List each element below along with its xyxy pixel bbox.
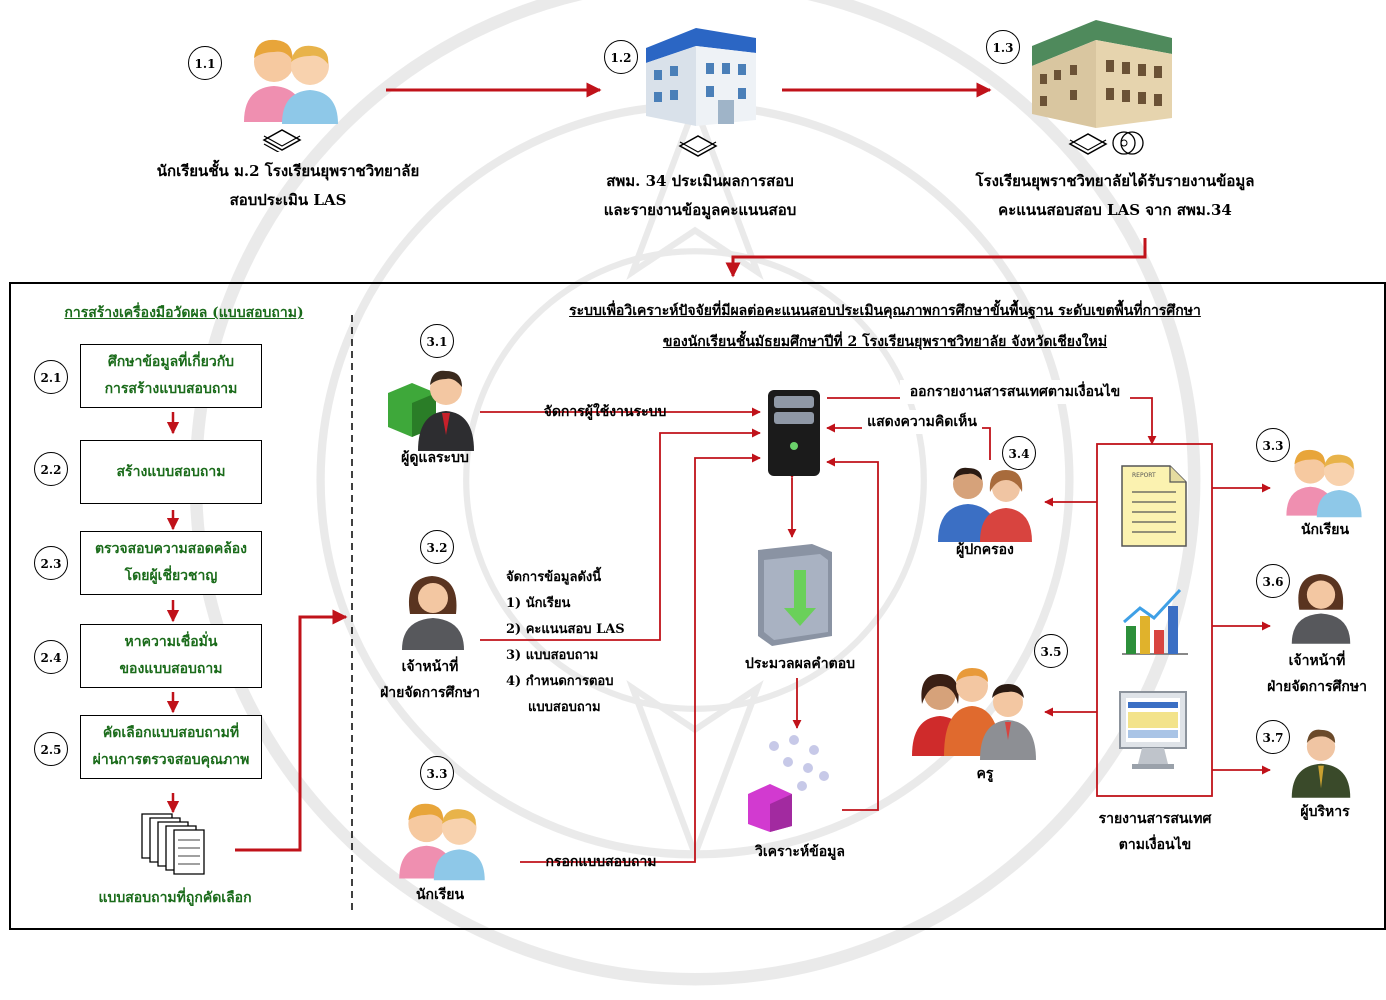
step-number: 2.4 [34, 640, 68, 674]
documents-cd-icon [1068, 131, 1144, 155]
step-number: 3.6 [1256, 564, 1290, 598]
analyze-cubes-icon [748, 735, 829, 832]
step-2-5-box: คัดเลือกแบบสอบถามที่ผ่านการตรวจสอบคุณภาพ [80, 715, 262, 779]
parent-label: ผู้ปกครอง [956, 542, 1014, 558]
process-folder-icon [758, 544, 832, 646]
staff-icon [1291, 573, 1351, 644]
step-number: 3.3 [420, 756, 454, 790]
chart-icon [1122, 588, 1188, 655]
comment-edge-label: แสดงความคิดเห็น [862, 410, 982, 434]
admin-edge-label: จัดการผู้ใช้งานระบบ [543, 404, 667, 420]
documents-icon [678, 135, 718, 157]
edge-staff-server [480, 428, 761, 641]
report-document-icon [1121, 465, 1187, 547]
step-number: 3.1 [420, 324, 454, 358]
teacher-label: ครู [976, 766, 994, 782]
selected-questionnaire-label: แบบสอบถามที่ถูกคัดเลือก [98, 890, 252, 906]
step-number: 1.3 [986, 30, 1020, 64]
step-1-3-label: โรงเรียนยุพราชวิทยาลัยได้รับรายงานข้อมูล… [975, 172, 1255, 219]
process-frame [9, 282, 1386, 930]
school-building-icon [1032, 20, 1172, 128]
admin-label: ผู้ดูแลระบบ [401, 450, 469, 466]
teachers-icon [912, 668, 1036, 760]
out-student-label: นักเรียน [1300, 522, 1350, 538]
analyze-label: วิเคราะห์ข้อมูล [755, 844, 845, 860]
step-2-1-box: ศึกษาข้อมูลที่เกี่ยวกับการสร้างแบบสอบถาม [80, 344, 262, 408]
student-in-label: นักเรียน [415, 887, 465, 903]
step-1-2-label: สพม. 34 ประเมินผลการสอบและรายงานข้อมูลคะ… [603, 172, 797, 219]
parents-icon [938, 467, 1032, 542]
report-frame [1096, 443, 1213, 797]
students-icon [1286, 449, 1362, 518]
step-number: 2.1 [34, 360, 68, 394]
report-box-label: รายงานสารสนเทศตามเงื่อนไข [1098, 811, 1212, 853]
staff-label: เจ้าหน้าที่ฝ่ายจัดการศึกษา [380, 659, 480, 701]
documents-icon [262, 129, 302, 152]
step-2-2-box: สร้างแบบสอบถาม [80, 440, 262, 504]
step-number: 2.5 [34, 732, 68, 766]
edge-analyze-server [826, 457, 879, 811]
staff-task-list: จัดการข้อมูลดังนี้ 1) นักเรียน 2) คะแนนส… [506, 570, 625, 715]
arrow-1-3-to-system [725, 238, 1147, 278]
report-document-caption: REPORT [1132, 472, 1156, 479]
step-number: 3.7 [1256, 720, 1290, 754]
left-panel-heading: การสร้างเครื่องมือวัดผล (แบบสอบถาม) [64, 305, 304, 321]
step-2-4-box: หาความเชื่อมั่นของแบบสอบถาม [80, 624, 262, 688]
students-icon [399, 803, 485, 881]
process-label: ประมวลผลคำตอบ [745, 656, 855, 672]
step-number: 3.3 [1256, 428, 1290, 462]
admin-icon [388, 370, 474, 451]
step-number: 1.2 [604, 40, 638, 74]
step-number: 2.3 [34, 546, 68, 580]
step-number: 1.1 [188, 46, 222, 80]
system-title-line1: ระบบเพื่อวิเคราะห์ปัจจัยที่มีผลต่อคะแนนส… [569, 303, 1201, 319]
server-icon [768, 390, 820, 476]
staff-icon [402, 576, 464, 650]
step-number: 2.2 [34, 452, 68, 486]
questionnaire-stack-icon [141, 813, 205, 875]
report-edge-label: ออกรายงานสารสนเทศตามเงื่อนไข [900, 380, 1130, 404]
monitor-report-icon [1119, 691, 1187, 769]
step-1-1-label: นักเรียนชั้น ม.2 โรงเรียนยุพราชวิทยาลัยส… [156, 162, 420, 209]
step-2-3-box: ตรวจสอบความสอดคล้องโดยผู้เชี่ยวชาญ [80, 531, 262, 595]
office-building-icon [646, 28, 756, 126]
arrow-output-to-system [235, 609, 348, 852]
out-staff-label: เจ้าหน้าที่ฝ่ายจัดการศึกษา [1267, 653, 1367, 695]
step-number: 3.5 [1034, 634, 1068, 668]
edge-student-server [520, 453, 761, 863]
executive-icon [1291, 729, 1351, 798]
out-exec-label: ผู้บริหาร [1300, 804, 1350, 820]
system-title-line2: ของนักเรียนชั้นมัธยมศึกษาปีที่ 2 โรงเรีย… [662, 334, 1108, 350]
student-edge-label: กรอกแบบสอบถาม [545, 854, 657, 870]
step-number: 3.4 [1002, 436, 1036, 470]
step-number: 3.2 [420, 530, 454, 564]
students-icon [244, 39, 338, 124]
